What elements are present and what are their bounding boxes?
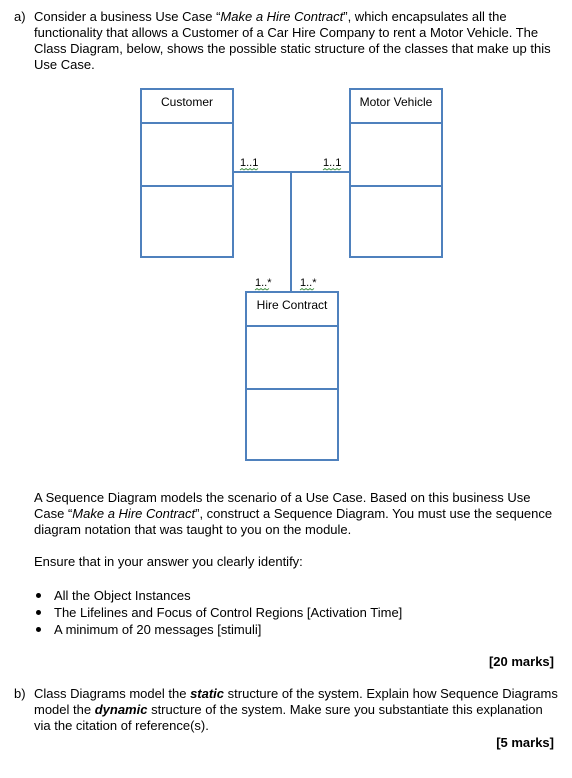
intro-text-1: Consider a business Use Case “ bbox=[34, 9, 221, 24]
squiggle-right-bottom bbox=[299, 288, 315, 291]
squiggle-left-top bbox=[239, 168, 259, 171]
seq-text-1: A Sequence Diagram models the scenario o… bbox=[34, 490, 531, 521]
b-text-3: structure of the system. Make sure you s… bbox=[34, 702, 543, 733]
squiggle-right-top bbox=[322, 168, 342, 171]
question-b-label: b) bbox=[14, 686, 26, 701]
multiplicity-left-bottom: 1..* bbox=[255, 277, 272, 289]
b-static-word: static bbox=[190, 686, 225, 701]
squiggle-left-bottom bbox=[254, 288, 270, 291]
multiplicity-right-bottom: 1..* bbox=[300, 277, 317, 289]
question-b-marks: [5 marks] bbox=[496, 735, 554, 750]
question-b-text: Class Diagrams model the static structur… bbox=[34, 686, 558, 734]
ensure-text: Ensure that in your answer you clearly i… bbox=[34, 554, 303, 569]
list-item: All the Object Instances bbox=[34, 587, 554, 604]
question-a-intro: Consider a business Use Case “Make a Hir… bbox=[34, 9, 558, 73]
multiplicity-left-top: 1..1 bbox=[240, 157, 258, 169]
sequence-paragraph: A Sequence Diagram models the scenario o… bbox=[34, 490, 558, 538]
customer-class-name: Customer bbox=[161, 95, 213, 109]
b-dynamic-word: dynamic bbox=[94, 702, 148, 717]
motor-vehicle-class-box bbox=[349, 88, 443, 258]
list-item: A minimum of 20 messages [stimuli] bbox=[34, 621, 554, 638]
b-text-1: Class Diagrams model the bbox=[34, 686, 191, 701]
requirements-list: All the Object Instances The Lifelines a… bbox=[34, 587, 554, 638]
hire-contract-class-box bbox=[245, 291, 339, 461]
seq-text-2: ”, construct a Sequence Diagram. You mus… bbox=[34, 506, 553, 537]
intro-text-2: ”, which encapsulates all the functional… bbox=[34, 9, 551, 72]
motor-vehicle-class-name: Motor Vehicle bbox=[360, 95, 433, 109]
list-item: The Lifelines and Focus of Control Regio… bbox=[34, 604, 554, 621]
multiplicity-right-top: 1..1 bbox=[323, 157, 341, 169]
hire-contract-class-name: Hire Contract bbox=[257, 298, 328, 312]
intro-use-case-name: Make a Hire Contract bbox=[220, 9, 344, 24]
question-a-marks: [20 marks] bbox=[488, 654, 554, 669]
seq-use-case-name: Make a Hire Contract bbox=[72, 506, 196, 521]
customer-class-box bbox=[140, 88, 234, 258]
class-diagram: Customer Motor Vehicle Hire Contract 1..… bbox=[140, 88, 443, 461]
b-text-2: structure of the system. Explain how Seq… bbox=[34, 686, 558, 717]
question-a-label: a) bbox=[14, 9, 26, 24]
